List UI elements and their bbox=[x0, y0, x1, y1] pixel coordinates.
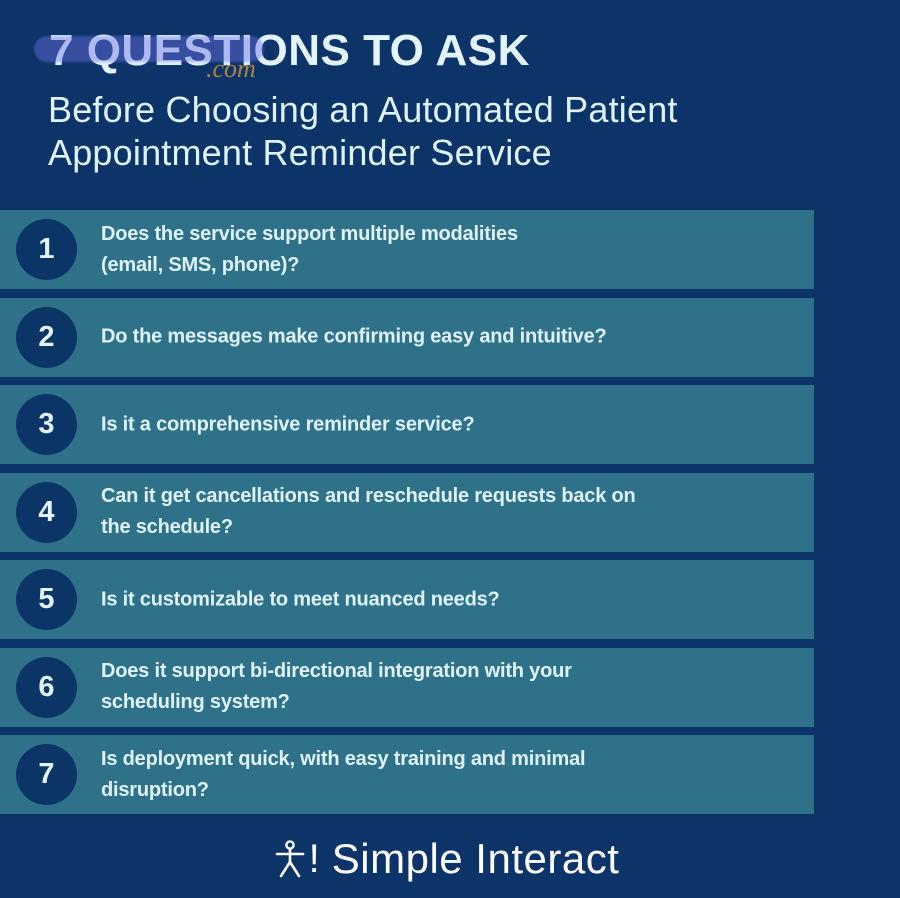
subtitle-line: Appointment Reminder Service bbox=[48, 132, 552, 173]
footer: ! Simple Interact bbox=[0, 820, 900, 898]
question-line: scheduling system? bbox=[101, 691, 290, 713]
question-text: Can it get cancellations and reschedule … bbox=[101, 481, 781, 543]
question-line: Does the service support multiple modali… bbox=[101, 222, 518, 245]
question-number-badge: 2 bbox=[16, 306, 77, 368]
question-text: Is it a comprehensive reminder service? bbox=[101, 409, 781, 440]
questions-list: 1 Does the service support multiple moda… bbox=[0, 210, 814, 823]
question-text: Does the service support multiple modali… bbox=[101, 219, 781, 281]
question-item-5: 5 Is it customizable to meet nuanced nee… bbox=[0, 560, 814, 639]
question-number-badge: 6 bbox=[16, 656, 77, 718]
page-title: 7 QUESTIONS TO ASK bbox=[49, 26, 530, 75]
question-line: Is it customizable to meet nuanced needs… bbox=[101, 588, 500, 610]
question-number-badge: 7 bbox=[16, 744, 77, 805]
question-item-6: 6 Does it support bi-directional integra… bbox=[0, 647, 814, 727]
question-item-7: 7 Is deployment quick, with easy trainin… bbox=[0, 735, 814, 814]
question-line: the schedule? bbox=[101, 516, 233, 538]
question-number-badge: 3 bbox=[16, 394, 77, 455]
question-line: Is it a comprehensive reminder service? bbox=[101, 413, 475, 435]
stick-figure-icon bbox=[275, 840, 304, 878]
question-number-badge: 5 bbox=[16, 569, 77, 630]
header: 7 QUESTIONS TO ASK .com Before Choosing … bbox=[0, 0, 900, 200]
question-number-badge: 1 bbox=[16, 219, 77, 280]
question-text: Is deployment quick, with easy training … bbox=[101, 744, 781, 806]
question-item-3: 3 Is it a comprehensive reminder service… bbox=[0, 385, 814, 464]
question-item-2: 2 Do the messages make confirming easy a… bbox=[0, 297, 814, 377]
question-number-badge: 4 bbox=[16, 481, 77, 543]
subtitle-line: Before Choosing an Automated Patient bbox=[48, 89, 678, 130]
question-line: Can it get cancellations and reschedule … bbox=[101, 485, 636, 507]
question-item-1: 1 Does the service support multiple moda… bbox=[0, 210, 814, 289]
question-text: Does it support bi-directional integrati… bbox=[101, 656, 781, 718]
question-line: Is deployment quick, with easy training … bbox=[101, 747, 586, 770]
page-subtitle: Before Choosing an Automated Patient App… bbox=[48, 88, 678, 174]
question-line: (email, SMS, phone)? bbox=[101, 253, 300, 276]
question-item-4: 4 Can it get cancellations and reschedul… bbox=[0, 472, 814, 552]
brand-name: Simple Interact bbox=[331, 835, 620, 882]
brand-logo: ! Simple Interact bbox=[275, 837, 620, 881]
question-line: Do the messages make confirming easy and… bbox=[101, 325, 607, 348]
question-line: disruption? bbox=[101, 778, 209, 801]
question-text: Do the messages make confirming easy and… bbox=[101, 322, 781, 353]
question-line: Does it support bi-directional integrati… bbox=[101, 660, 572, 682]
brand-mark: ! bbox=[308, 837, 320, 881]
question-text: Is it customizable to meet nuanced needs… bbox=[101, 584, 781, 615]
